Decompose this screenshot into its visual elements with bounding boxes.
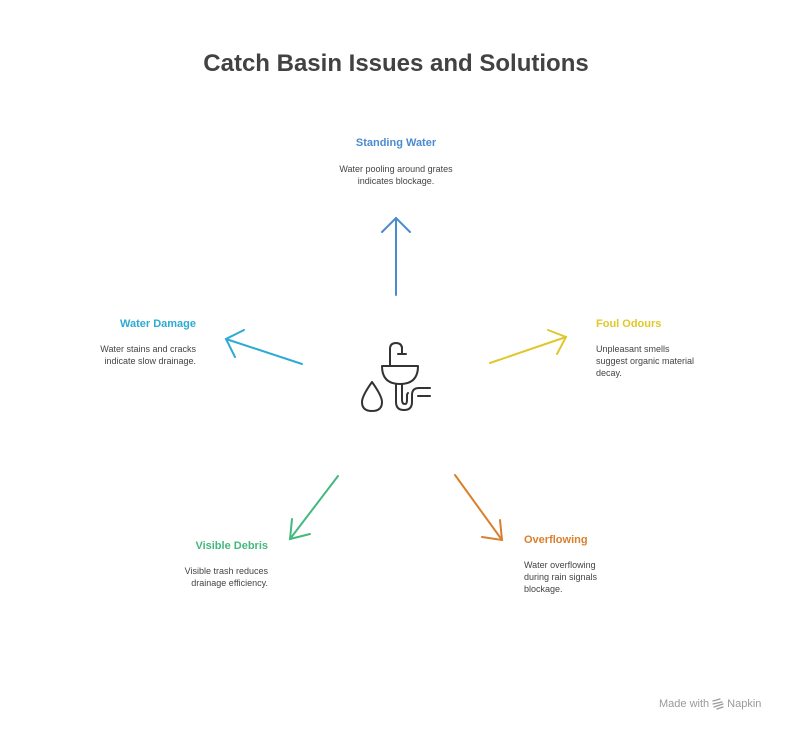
napkin-logo-icon xyxy=(712,698,724,710)
arrow-foul-odours xyxy=(489,329,568,364)
standing-water-title: Standing Water xyxy=(355,137,437,149)
water-damage-title: Water Damage xyxy=(119,318,196,330)
sink-icon xyxy=(361,342,431,412)
arrow-water-damage xyxy=(224,329,303,365)
napkin-brand: Napkin xyxy=(727,698,762,710)
overflowing-description: Water overflowing during rain signals bl… xyxy=(524,560,598,594)
diagram-title: Catch Basin Issues and Solutions xyxy=(203,50,589,77)
standing-water-description: Water pooling around grates indicates bl… xyxy=(339,164,453,186)
arrow-standing-water xyxy=(381,216,411,296)
arrow-overflowing xyxy=(454,474,504,542)
water-damage-description: Water stains and cracks indicate slow dr… xyxy=(100,344,196,366)
visible-debris-description: Visible trash reduces drainage efficienc… xyxy=(184,566,268,588)
made-with-napkin[interactable]: Made with Napkin xyxy=(659,698,761,710)
made-with-label: Made with xyxy=(659,698,710,710)
visible-debris-title: Visible Debris xyxy=(195,540,268,552)
foul-odours-title: Foul Odours xyxy=(596,318,662,330)
arrow-visible-debris xyxy=(288,475,339,541)
overflowing-title: Overflowing xyxy=(524,534,588,546)
foul-odours-description: Unpleasant smells suggest organic materi… xyxy=(596,344,695,378)
